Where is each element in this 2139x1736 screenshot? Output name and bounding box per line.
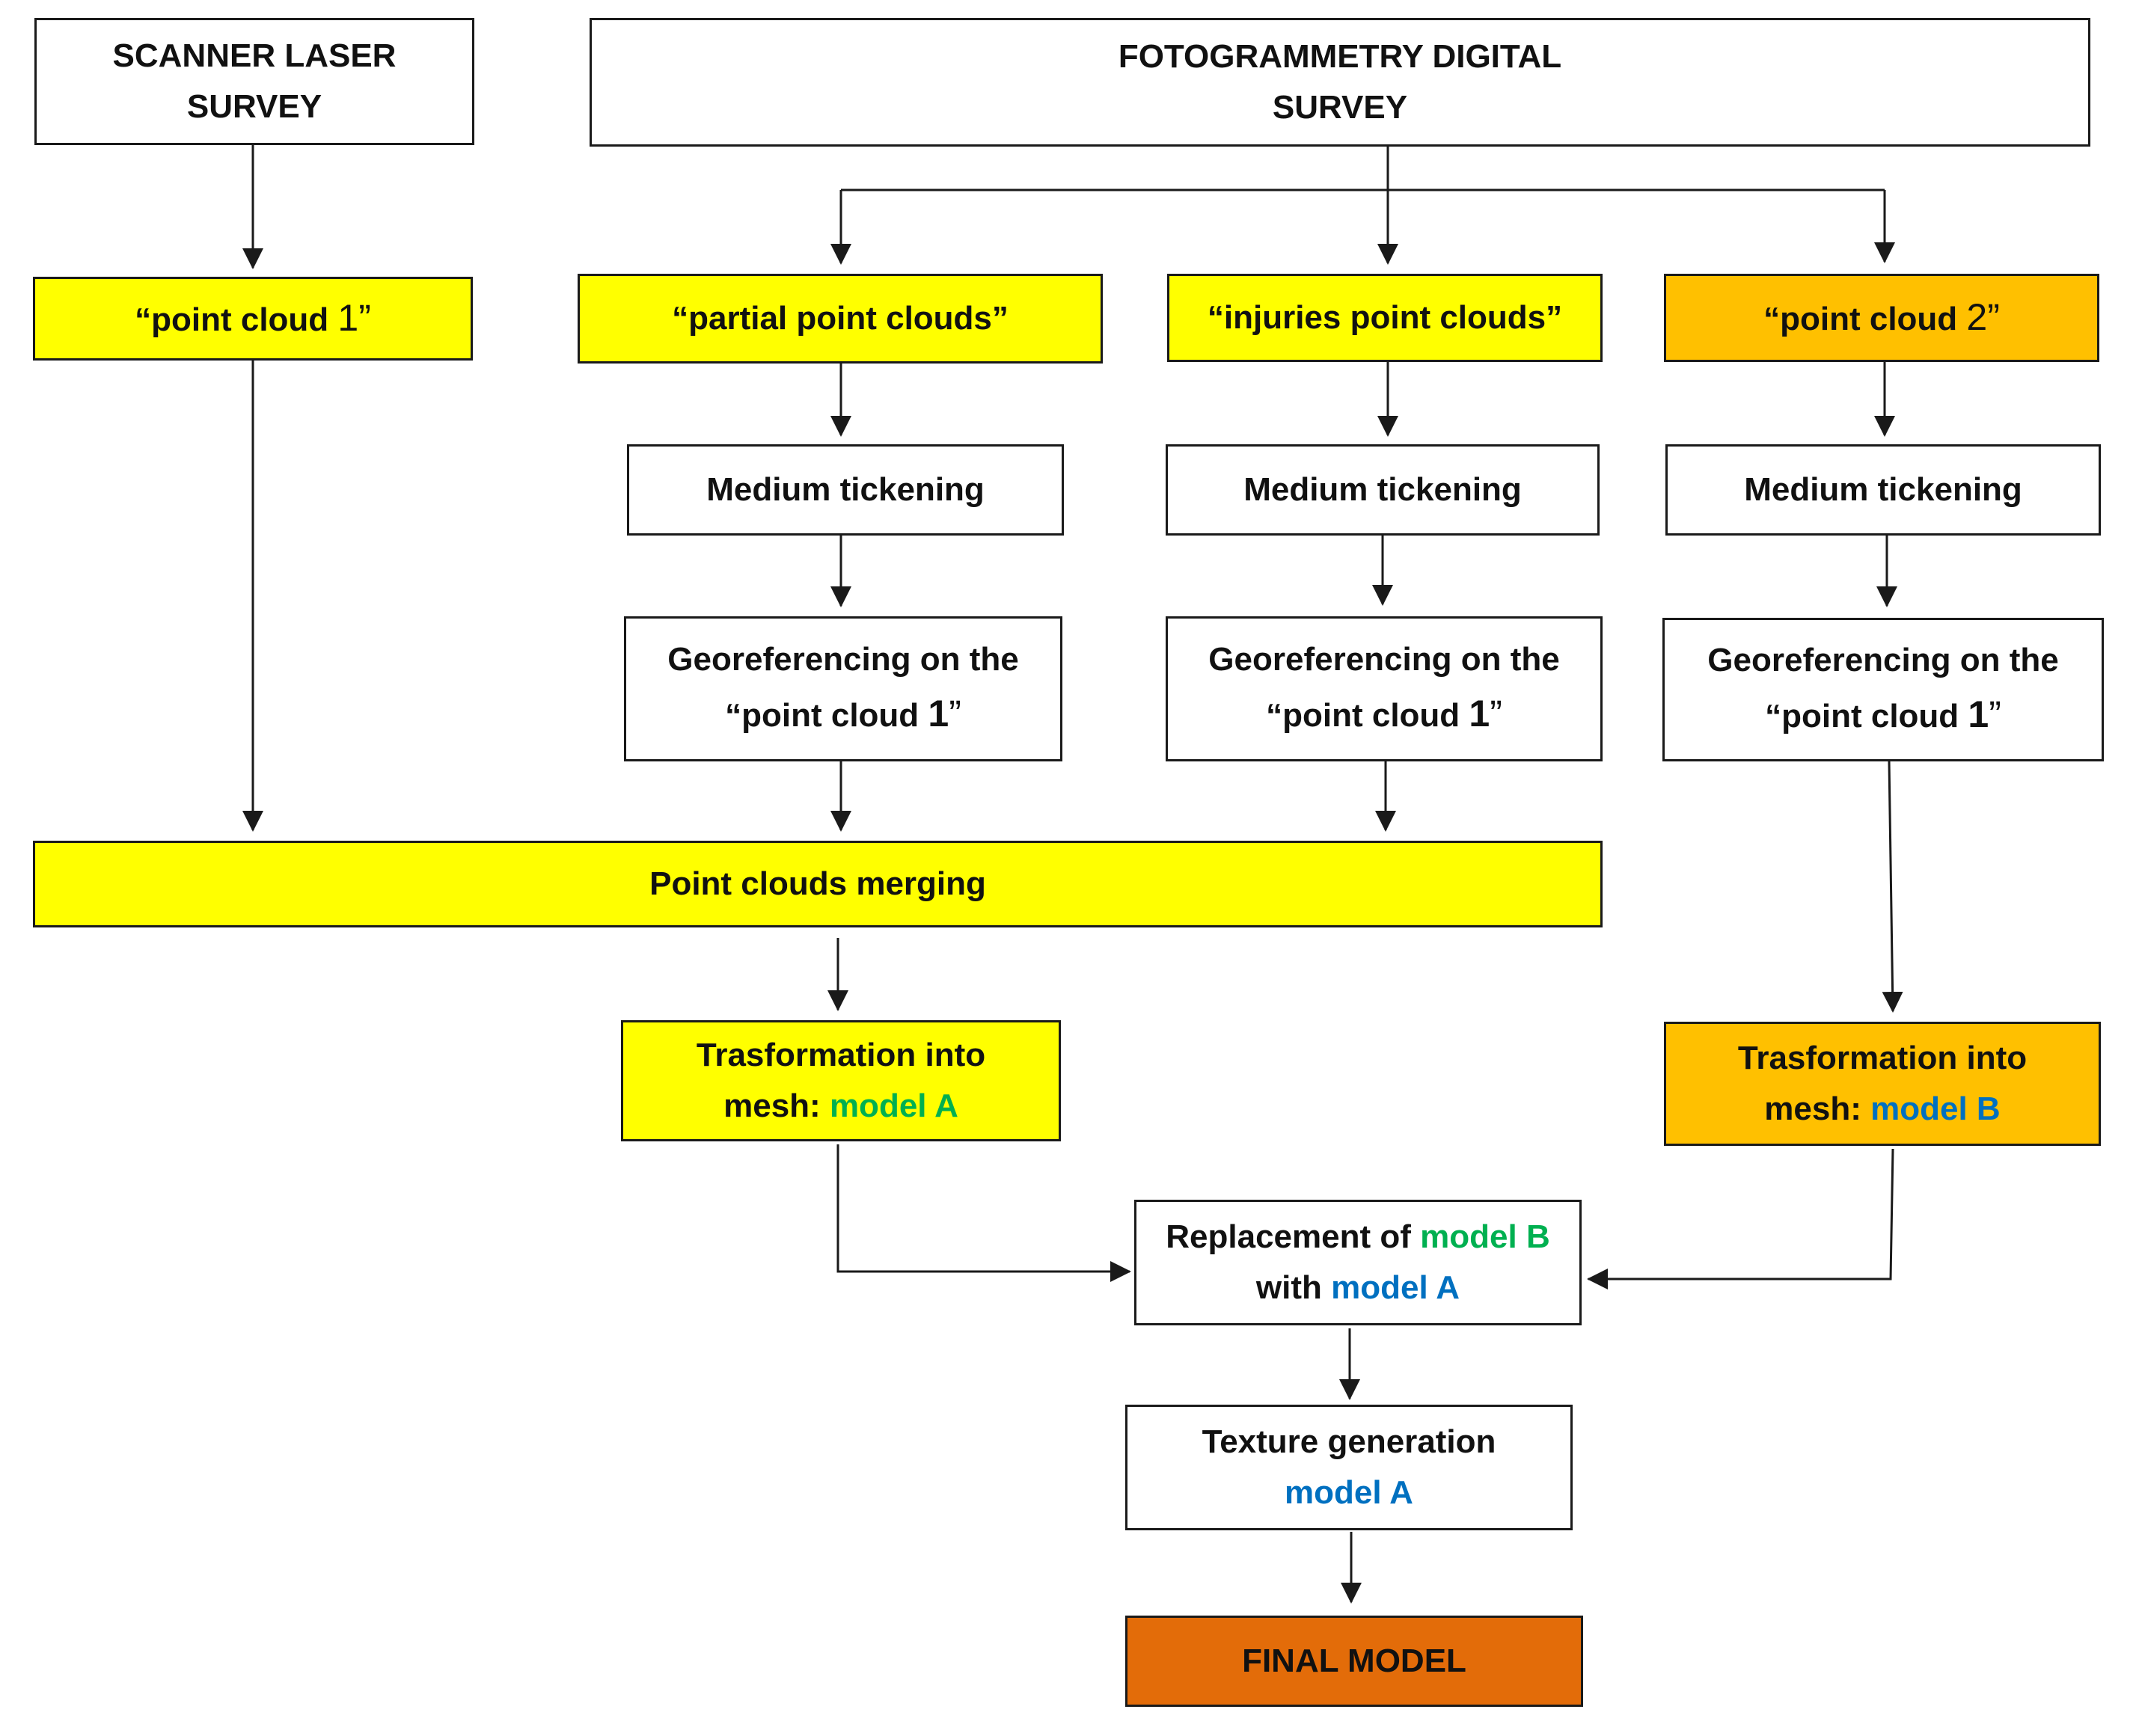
medium-tickening-box-3: Medium tickening xyxy=(1665,444,2101,536)
georeferencing-line2-3: “point cloud 1” xyxy=(1765,693,2001,736)
injuries-point-clouds-label: “injuries point clouds” xyxy=(1207,298,1563,336)
final-model-label: FINAL MODEL xyxy=(1242,1642,1466,1679)
partial-point-clouds-label: “partial point clouds” xyxy=(672,299,1009,337)
point-cloud-2-box: “point cloud 2” xyxy=(1664,274,2099,362)
georeferencing-box-2: Georeferencing on the “point cloud 1” xyxy=(1166,616,1603,761)
medium-tickening-box-2: Medium tickening xyxy=(1166,444,1600,536)
arrow-georef-3-to-meshB xyxy=(1882,761,1903,1013)
injuries-point-clouds-box: “injuries point clouds” xyxy=(1167,274,1603,362)
mesh-model-a-box: Trasformation into mesh: model A xyxy=(621,1020,1061,1141)
medium-tickening-box-1: Medium tickening xyxy=(627,444,1064,536)
georeferencing-line2-2: “point cloud 1” xyxy=(1266,693,1502,735)
replacement-line1: Replacement of model B xyxy=(1166,1218,1550,1255)
georeferencing-line1-3: Georeferencing on the xyxy=(1707,642,2059,679)
georeferencing-box-3: Georeferencing on the “point cloud 1” xyxy=(1662,618,2104,761)
georeferencing-line1-2: Georeferencing on the xyxy=(1208,641,1560,678)
mesh-b-line1: Trasformation into xyxy=(1737,1039,2028,1076)
medium-tickening-label-1: Medium tickening xyxy=(706,470,985,508)
point-cloud-2-label: “point cloud 2” xyxy=(1763,296,2000,339)
point-cloud-1-box: “point cloud 1” xyxy=(33,277,473,361)
point-clouds-merging-label: Point clouds merging xyxy=(649,865,986,902)
partial-point-clouds-box: “partial point clouds” xyxy=(578,274,1103,364)
point-cloud-1-label: “point cloud 1” xyxy=(135,297,371,340)
mesh-b-line2: mesh: model B xyxy=(1764,1091,2001,1127)
fotogrammetry-survey-box: FOTOGRAMMETRY DIGITAL SURVEY xyxy=(590,18,2090,147)
replacement-box: Replacement of model B with model A xyxy=(1134,1200,1582,1325)
scanner-line1: SCANNER LASER xyxy=(112,37,397,74)
texture-model-label: model A xyxy=(1285,1474,1413,1511)
georeferencing-line2-1: “point cloud 1” xyxy=(725,693,961,735)
scanner-laser-survey-box: SCANNER LASER SURVEY xyxy=(34,18,474,145)
mesh-a-line2: mesh: model A xyxy=(723,1088,958,1124)
medium-tickening-label-2: Medium tickening xyxy=(1243,470,1522,508)
medium-tickening-label-3: Medium tickening xyxy=(1744,470,2022,508)
arrow-meshA-to-replace xyxy=(836,1144,1131,1282)
point-clouds-merging-box: Point clouds merging xyxy=(33,841,1603,927)
mesh-b-model-label: model B xyxy=(1870,1091,2001,1127)
mesh-model-b-box: Trasformation into mesh: model B xyxy=(1664,1022,2101,1146)
georeferencing-box-1: Georeferencing on the “point cloud 1” xyxy=(624,616,1062,761)
mesh-a-model-label: model A xyxy=(829,1088,958,1124)
mesh-a-line1: Trasformation into xyxy=(696,1036,986,1073)
texture-line1: Texture generation xyxy=(1202,1423,1496,1460)
replacement-line2: with model A xyxy=(1255,1269,1460,1306)
final-model-box: FINAL MODEL xyxy=(1125,1616,1583,1707)
photo-line2: SURVEY xyxy=(1272,89,1408,126)
replacement-model-b: model B xyxy=(1420,1218,1550,1255)
photo-line1: FOTOGRAMMETRY DIGITAL xyxy=(1118,37,1562,75)
georeferencing-line1-1: Georeferencing on the xyxy=(667,641,1019,678)
scanner-line2: SURVEY xyxy=(186,88,322,125)
texture-generation-box: Texture generation model A xyxy=(1125,1405,1573,1530)
replacement-model-a: model A xyxy=(1331,1269,1460,1306)
arrow-meshB-to-replace xyxy=(1587,1148,1894,1289)
